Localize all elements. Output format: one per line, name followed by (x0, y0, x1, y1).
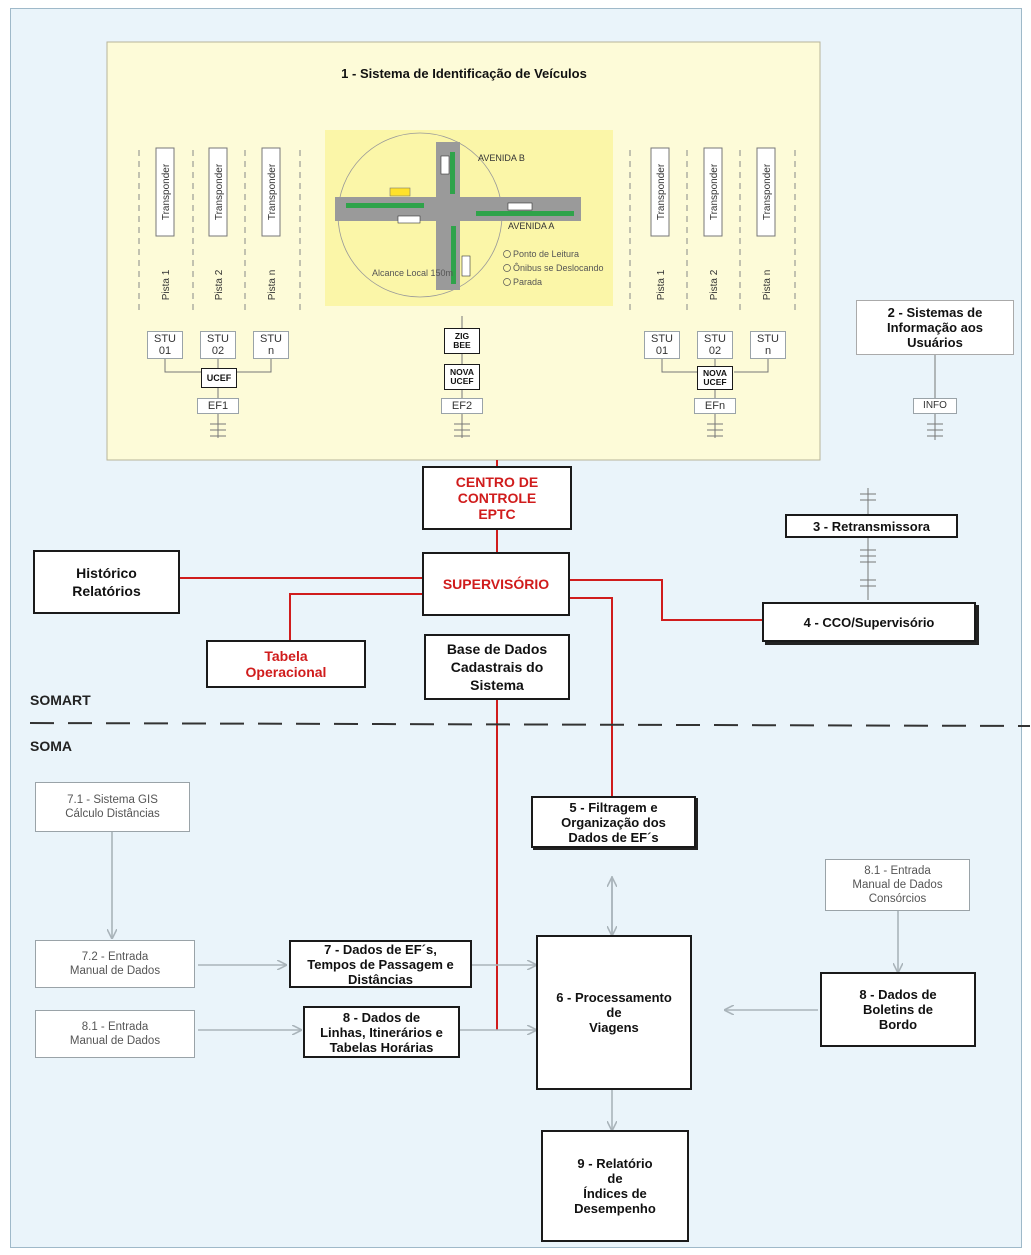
filter-box: 5 - Filtragem e Organização dos Dados de… (531, 796, 696, 848)
flow-arrows (112, 832, 898, 1130)
ucef-box: UCEF (201, 368, 237, 388)
lane-label: Pista 2 (709, 269, 720, 300)
zigbee-box: ZIG BEE (444, 328, 480, 354)
left-lane-group: Transponder Transponder Transponder Pist… (138, 147, 301, 438)
manual-entry-81-box: 8.1 - Entrada Manual de Dados (35, 1010, 195, 1058)
lane-label: Pista 2 (214, 269, 225, 300)
transponder-label: Transponder (267, 163, 278, 220)
gis-box: 7.1 - Sistema GIS Cálculo Distâncias (35, 782, 190, 832)
database-box: Base de Dados Cadastrais do Sistema (424, 634, 570, 700)
ef-box: EF2 (441, 398, 483, 414)
transponder-label: Transponder (762, 163, 773, 220)
cco-box: 4 - CCO/Supervisório (762, 602, 976, 642)
operational-table-box: Tabela Operacional (206, 640, 366, 688)
lane-label: Pista n (762, 270, 773, 301)
lane-label: Pista 1 (656, 269, 667, 300)
control-center-box: CENTRO DE CONTROLE EPTC (422, 466, 572, 530)
map-legend-item: Ônibus se Deslocando (513, 263, 604, 273)
stu-box: STU 02 (697, 331, 733, 359)
report-box: 9 - Relatório de Índices de Desempenho (541, 1130, 689, 1242)
retransmitter-box: 3 - Retransmissora (785, 514, 958, 538)
nova-ucef-box: NOVA UCEF (697, 366, 733, 390)
info-tag: INFO (913, 398, 957, 414)
ef-box: EF1 (197, 398, 239, 414)
supervisory-box: SUPERVISÓRIO (422, 552, 570, 616)
section-label-soma: SOMA (30, 738, 72, 754)
stu-box: STU 01 (147, 331, 183, 359)
section-separator (29, 722, 1031, 727)
info-system-box: 2 - Sistemas de Informação aos Usuários (856, 300, 1014, 355)
stu-box: STU 01 (644, 331, 680, 359)
stu-box: STU 02 (200, 331, 236, 359)
module1-title: 1 - Sistema de Identificação de Veículos (341, 66, 587, 81)
stu-box: STU n (253, 331, 289, 359)
map-range-label: Alcance Local 150m (372, 268, 453, 278)
ef-data-box: 7 - Dados de EF´s, Tempos de Passagem e … (289, 940, 472, 988)
section-label-somart: SOMART (30, 692, 91, 708)
transponder-label: Transponder (161, 163, 172, 220)
lane-label: Pista 1 (161, 269, 172, 300)
manual-entry-72-box: 7.2 - Entrada Manual de Dados (35, 940, 195, 988)
avenue-a-label: AVENIDA A (508, 221, 554, 231)
map-legend-item: Ponto de Leitura (513, 249, 579, 259)
processing-box: 6 - Processamento de Viagens (536, 935, 692, 1090)
lane-label: Pista n (267, 270, 278, 301)
transponder-label: Transponder (656, 163, 667, 220)
nova-ucef-box: NOVA UCEF (444, 364, 480, 390)
bulletins-box: 8 - Dados de Boletins de Bordo (820, 972, 976, 1047)
lines-data-box: 8 - Dados de Linhas, Itinerários e Tabel… (303, 1006, 460, 1058)
transponder-label: Transponder (214, 163, 225, 220)
manual-entry-consortium-box: 8.1 - Entrada Manual de Dados Consórcios (825, 859, 970, 911)
avenue-b-label: AVENIDA B (478, 153, 525, 163)
transponder-label: Transponder (709, 163, 720, 220)
intersection-map: AVENIDA B AVENIDA A Ponto de Leitura Ôni… (325, 130, 613, 306)
ef-box: EFn (694, 398, 736, 414)
stu-box: STU n (750, 331, 786, 359)
map-legend-item: Parada (513, 277, 542, 287)
right-lane-group: Transponder Transponder Transponder Pist… (629, 147, 796, 438)
history-box: Histórico Relatórios (33, 550, 180, 614)
red-connectors (180, 460, 762, 1030)
